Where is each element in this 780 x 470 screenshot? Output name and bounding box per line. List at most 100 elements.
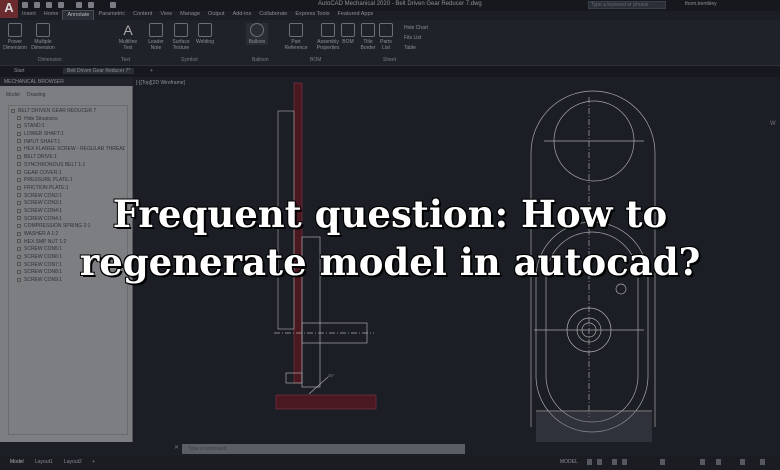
expand-icon[interactable] [17,177,21,182]
group-balloon[interactable]: Balloon [252,57,269,63]
expand-icon[interactable] [17,116,21,121]
snap-icon[interactable] [597,459,602,465]
tree-item[interactable]: SYNCHRONOUS BELT 1:1 [11,162,125,170]
expand-icon[interactable] [17,216,21,221]
multiple-dimension-button[interactable]: Multiple Dimension [29,23,57,51]
tab-insert[interactable]: Insert [22,11,36,17]
tab-model[interactable]: Model [6,92,20,98]
add-layout-button[interactable]: + [92,459,95,465]
tab-view[interactable]: View [160,11,173,17]
tree-item[interactable]: BELT DRIVE:1 [11,154,125,162]
part-reference-button[interactable]: Part Reference [284,23,308,51]
tab-start[interactable]: Start [14,68,25,74]
grid-icon[interactable] [587,459,592,465]
tree-item[interactable]: STAND:1 [11,123,125,131]
tree-item[interactable]: PRESSURE PLATE:1 [11,177,125,185]
tab-add-ins[interactable]: Add-ins [232,11,252,17]
fits-list-button[interactable]: Fits List [404,35,422,41]
user-account[interactable]: thom.trembley [685,1,717,7]
tab-output[interactable]: Output [208,11,225,17]
expand-icon[interactable] [17,247,21,252]
workspace-icon[interactable] [716,459,721,465]
undo-icon[interactable] [88,2,94,8]
tab-content[interactable]: Content [133,11,153,17]
redo-icon[interactable] [110,2,116,8]
tab-drawing-browser[interactable]: Drawing [27,92,46,98]
save-icon[interactable] [46,2,52,8]
save-as-icon[interactable] [58,2,64,8]
command-close-button[interactable]: ✕ [174,445,180,451]
expand-icon[interactable] [17,239,21,244]
tree-item[interactable]: LOWER SHAFT:1 [11,131,125,139]
tree-item[interactable]: COMPRESSION SPRING 2:1 [11,223,125,231]
group-bom[interactable]: BOM [310,57,322,63]
group-sheet[interactable]: Sheet [383,57,397,63]
expand-icon[interactable] [17,193,21,198]
expand-icon[interactable] [17,131,21,136]
polar-icon[interactable] [622,459,627,465]
tree-item[interactable]: INPUT SHAFT:1 [11,139,125,147]
customize-icon[interactable] [760,459,765,465]
layout-tab-model[interactable]: Model [10,459,24,465]
new-icon[interactable] [22,2,28,8]
tab-featured-apps[interactable]: Featured Apps [337,11,374,17]
expand-icon[interactable] [11,108,15,113]
welding-button[interactable]: Welding [194,23,216,45]
tree-item[interactable]: GEAR COVER:1 [11,170,125,178]
search-input[interactable]: Type a keyword or phrase [588,1,666,9]
viewport-controls[interactable]: [-][Top][2D Wireframe] [136,80,185,86]
tree-item[interactable]: SCREW CON9:1 [11,277,125,285]
expand-icon[interactable] [17,162,21,167]
tree-item[interactable]: SCREW CON3:1 [11,200,125,208]
expand-icon[interactable] [17,262,21,267]
balloon-button[interactable]: Balloon [246,23,268,45]
model-space-toggle[interactable]: MODEL [560,459,578,465]
tab-annotate[interactable]: Annotate [62,10,95,20]
assembly-properties-button[interactable]: Assembly Properties [313,23,343,51]
tree-item[interactable]: Hide Situations [11,116,125,124]
tree-item[interactable]: SCREW CON6:1 [11,254,125,262]
layout-tab-layout1[interactable]: Layout1 [35,459,53,465]
print-icon[interactable] [76,2,82,8]
power-dimension-button[interactable]: Power Dimension [3,23,27,51]
group-text[interactable]: Text [121,57,131,63]
tab-home[interactable]: Home [43,11,59,17]
tree-item[interactable]: FRICTION PLATE:1 [11,185,125,193]
surface-texture-button[interactable]: Surface Texture [169,23,193,51]
drawing-canvas[interactable]: 20° W [134,77,780,442]
expand-icon[interactable] [17,124,21,129]
tab-collaborate[interactable]: Collaborate [259,11,288,17]
leader-note-button[interactable]: Leader Note [146,23,166,51]
group-symbol[interactable]: Symbol [181,57,198,63]
tree-item[interactable]: HEX SMP NUT 1:2 [11,239,125,247]
expand-icon[interactable] [17,223,21,228]
command-line-input[interactable]: Type a command [182,444,465,454]
parts-list-button[interactable]: Parts List [378,23,394,51]
tab-express-tools[interactable]: Express Tools [295,11,330,17]
osnap-icon[interactable] [660,459,665,465]
expand-icon[interactable] [17,200,21,205]
expand-icon[interactable] [17,139,21,144]
expand-icon[interactable] [17,208,21,213]
group-dimension[interactable]: Dimension [38,57,62,63]
tab-manage[interactable]: Manage [180,11,201,17]
isolate-icon[interactable] [740,459,745,465]
bom-button[interactable]: BOM [340,23,356,45]
tree-item[interactable]: SCREW CON2:1 [11,193,125,201]
annotation-scale-icon[interactable] [700,459,705,465]
new-tab-button[interactable]: + [150,68,153,74]
tab-parametric[interactable]: Parametric [98,11,126,17]
tree-item[interactable]: SCREW CON7:1 [11,262,125,270]
title-border-button[interactable]: Title Border [359,23,377,51]
tree-item[interactable]: SCREW CON4:1 [11,216,125,224]
expand-icon[interactable] [17,154,21,159]
expand-icon[interactable] [17,147,21,152]
expand-icon[interactable] [17,185,21,190]
tree-root[interactable]: BELT DRIVEN GEAR REDUCER 7 [11,108,125,116]
expand-icon[interactable] [17,254,21,259]
tree-item[interactable]: SCREW CON4:1 [11,208,125,216]
autocad-logo[interactable]: A [0,0,18,18]
tree-item[interactable]: WASHER A 1:2 [11,231,125,239]
tab-drawing[interactable]: Belt Driven Gear Reducer 7* [63,68,135,74]
